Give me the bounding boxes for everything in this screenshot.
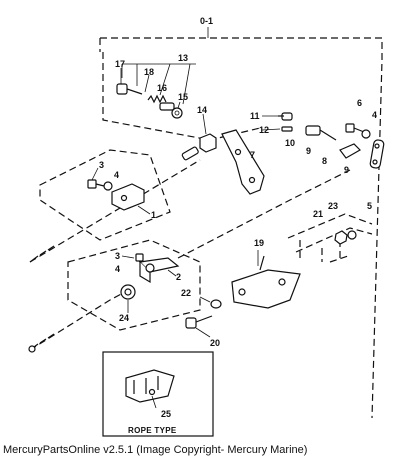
- callout-14: 14: [197, 105, 207, 115]
- cable-link: [177, 169, 351, 259]
- cable-upper: [29, 146, 201, 263]
- callout-17: 17: [115, 59, 125, 69]
- callout-19: 19: [254, 238, 264, 248]
- callout-12: 12: [259, 125, 269, 135]
- callout-11: 11: [250, 111, 260, 121]
- part-3-screw-upper: [87, 179, 105, 189]
- cable-lower: [28, 291, 126, 353]
- callout-9-lower: 9: [344, 165, 349, 175]
- bracket-box-lower: [67, 239, 201, 331]
- part-19-bracket: [231, 255, 301, 309]
- copyright-footer: MercuryPartsOnline v2.5.1 (Image Copyrig…: [3, 444, 308, 456]
- inset-caption: ROPE TYPE: [128, 426, 177, 435]
- part-11-screw: [278, 112, 293, 121]
- callout-9-upper: 9: [306, 146, 311, 156]
- part-10-stud: [305, 125, 337, 141]
- callout-4-upper: 4: [114, 170, 119, 180]
- part-7-lever: [221, 129, 265, 195]
- part-24-roller: [120, 284, 136, 300]
- callout-8: 8: [322, 156, 327, 166]
- callout-10: 10: [285, 138, 295, 148]
- part-14-clip: [199, 133, 217, 153]
- callout-1: 1: [151, 210, 156, 220]
- callout-4-lower: 4: [115, 264, 120, 274]
- part-1-bracket: [111, 183, 145, 211]
- callout-3-lower: 3: [115, 251, 120, 261]
- callout-7: 7: [250, 150, 255, 160]
- parts-diagram: 0-1 17 18 13 16 15 14 11 12 10 9 7 8 9 6…: [28, 16, 385, 437]
- engine-frame: [287, 213, 373, 263]
- part-4-washer-upper: [103, 181, 113, 191]
- part-12-pin: [281, 126, 293, 132]
- assembly-outline: [99, 37, 383, 419]
- callout-22: 22: [181, 288, 191, 298]
- callout-15: 15: [178, 92, 188, 102]
- part-21-nut: [334, 230, 348, 245]
- part-22-washer: [210, 299, 222, 309]
- part-5-link: [369, 139, 385, 169]
- callout-18: 18: [144, 67, 154, 77]
- callout-25: 25: [161, 409, 171, 419]
- part-20-bolt: [185, 315, 213, 329]
- part-8-clevis: [339, 143, 361, 159]
- part-2-bracket: [138, 257, 180, 284]
- bracket-box-upper: [39, 149, 171, 241]
- part-3-screw-lower: [135, 253, 144, 262]
- part-17-bolt: [116, 83, 143, 95]
- callout-2: 2: [176, 272, 181, 282]
- callout-16: 16: [157, 83, 167, 93]
- part-6-bolt: [345, 123, 365, 133]
- callout-13: 13: [178, 53, 188, 63]
- callout-6: 6: [357, 98, 362, 108]
- part-4-washer-right: [361, 129, 371, 139]
- callout-4-right: 4: [372, 110, 377, 120]
- callout-21: 21: [313, 209, 323, 219]
- part-4-washer-lower: [145, 263, 155, 273]
- callout-20: 20: [210, 338, 220, 348]
- callout-24: 24: [119, 313, 129, 323]
- part-23-washer: [347, 230, 357, 240]
- callout-0-1: 0-1: [200, 16, 213, 26]
- callout-3-upper: 3: [99, 160, 104, 170]
- rope-type-inset: [102, 351, 214, 437]
- callout-5: 5: [367, 201, 372, 211]
- part-15-washer: [171, 107, 183, 119]
- part-25-bracket: [125, 369, 175, 403]
- part-16-spring: [147, 94, 175, 111]
- callout-23: 23: [328, 201, 338, 211]
